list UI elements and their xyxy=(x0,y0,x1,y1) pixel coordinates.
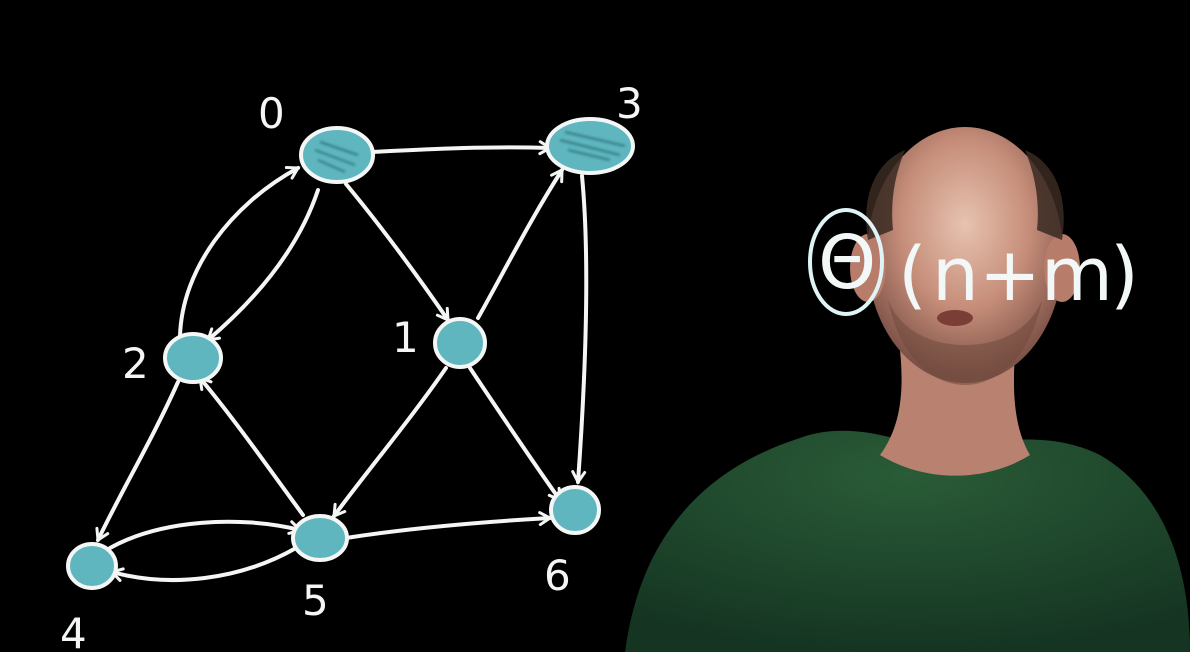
presenter-shirt xyxy=(625,430,1190,652)
node-label-4: 4 xyxy=(60,609,87,652)
edge-2-4 xyxy=(95,380,180,543)
presenter-hair xyxy=(866,150,1064,240)
graph-nodes xyxy=(66,117,635,590)
node-6 xyxy=(549,485,601,535)
node-label-0: 0 xyxy=(258,89,285,138)
complexity-formula: Θ ( n+m ) xyxy=(808,208,1139,318)
edge-5-6 xyxy=(344,511,553,540)
node-1 xyxy=(433,317,487,369)
node-label-5: 5 xyxy=(302,576,329,625)
theta-circle xyxy=(808,208,884,316)
node-5 xyxy=(291,514,349,562)
edge-0-2 xyxy=(205,188,320,342)
node-label-2: 2 xyxy=(122,339,149,388)
presenter-head xyxy=(867,127,1063,383)
edge-3-6 xyxy=(571,174,589,485)
graph-labels: 0 3 2 1 4 5 6 xyxy=(60,79,643,652)
presenter-ear-right xyxy=(1044,234,1080,302)
node-label-6: 6 xyxy=(544,551,571,600)
presenter xyxy=(625,127,1190,652)
node-4 xyxy=(66,542,118,590)
edge-0-3 xyxy=(370,140,553,156)
edge-5-4 xyxy=(109,546,298,582)
node-label-3: 3 xyxy=(616,79,643,128)
edge-5-2 xyxy=(198,375,305,517)
formula-close-paren: ) xyxy=(1110,232,1139,318)
formula-expression: n+m xyxy=(932,232,1113,318)
node-0 xyxy=(299,126,375,184)
presenter-beard xyxy=(888,300,1042,385)
formula-symbol: Θ xyxy=(818,220,876,306)
edge-0-1 xyxy=(344,182,450,323)
graph-edges xyxy=(95,140,589,582)
edge-1-5 xyxy=(332,366,448,519)
edge-4-5 xyxy=(108,519,303,550)
formula-open-paren: ( xyxy=(898,232,927,318)
presenter-mouth xyxy=(937,310,973,326)
presenter-neck xyxy=(880,350,1030,476)
node-2 xyxy=(163,332,223,384)
edge-1-3 xyxy=(476,167,564,320)
node-label-1: 1 xyxy=(392,313,419,362)
edge-1-6 xyxy=(468,366,562,503)
edge-2-0 xyxy=(178,166,301,338)
